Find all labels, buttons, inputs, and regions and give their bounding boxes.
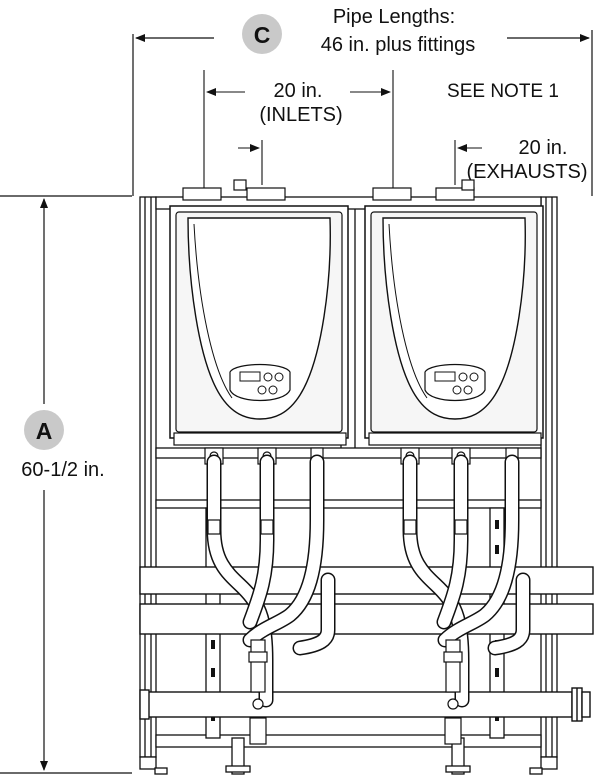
flex-hoses-left (206, 454, 336, 708)
vent-collars (182, 179, 475, 201)
callout-a-badge (24, 410, 64, 450)
callout-c-letter: C (254, 22, 271, 48)
dimension-c-pipe-lengths: C Pipe Lengths: 46 in. plus fittings (132, 6, 593, 196)
dimension-inlets: 20 in. (INLETS) (203, 70, 394, 190)
water-heater-right (364, 205, 544, 446)
inlets-dimension-label: (INLETS) (259, 104, 342, 126)
dimension-a-height: A 60-1/2 in. (0, 195, 132, 774)
flex-hoses-right (402, 454, 531, 708)
callout-c-value: 46 in. plus fittings (321, 34, 476, 56)
water-heater-left (169, 205, 349, 446)
drain-fittings (207, 519, 468, 745)
exhausts-dimension-label: (EXHAUSTS) (466, 161, 587, 183)
note-reference: SEE NOTE 1 (447, 81, 559, 102)
inlets-dimension-value: 20 in. (274, 80, 323, 102)
callout-c-title: Pipe Lengths: (333, 6, 455, 28)
callout-a-value: 60-1/2 in. (21, 459, 104, 481)
offset-arrows-left (238, 140, 263, 185)
callout-a-letter: A (36, 418, 53, 444)
dimension-exhausts: 20 in. (EXHAUSTS) (454, 137, 588, 185)
callout-c-badge (242, 14, 282, 54)
exhausts-dimension-value: 20 in. (519, 137, 568, 159)
